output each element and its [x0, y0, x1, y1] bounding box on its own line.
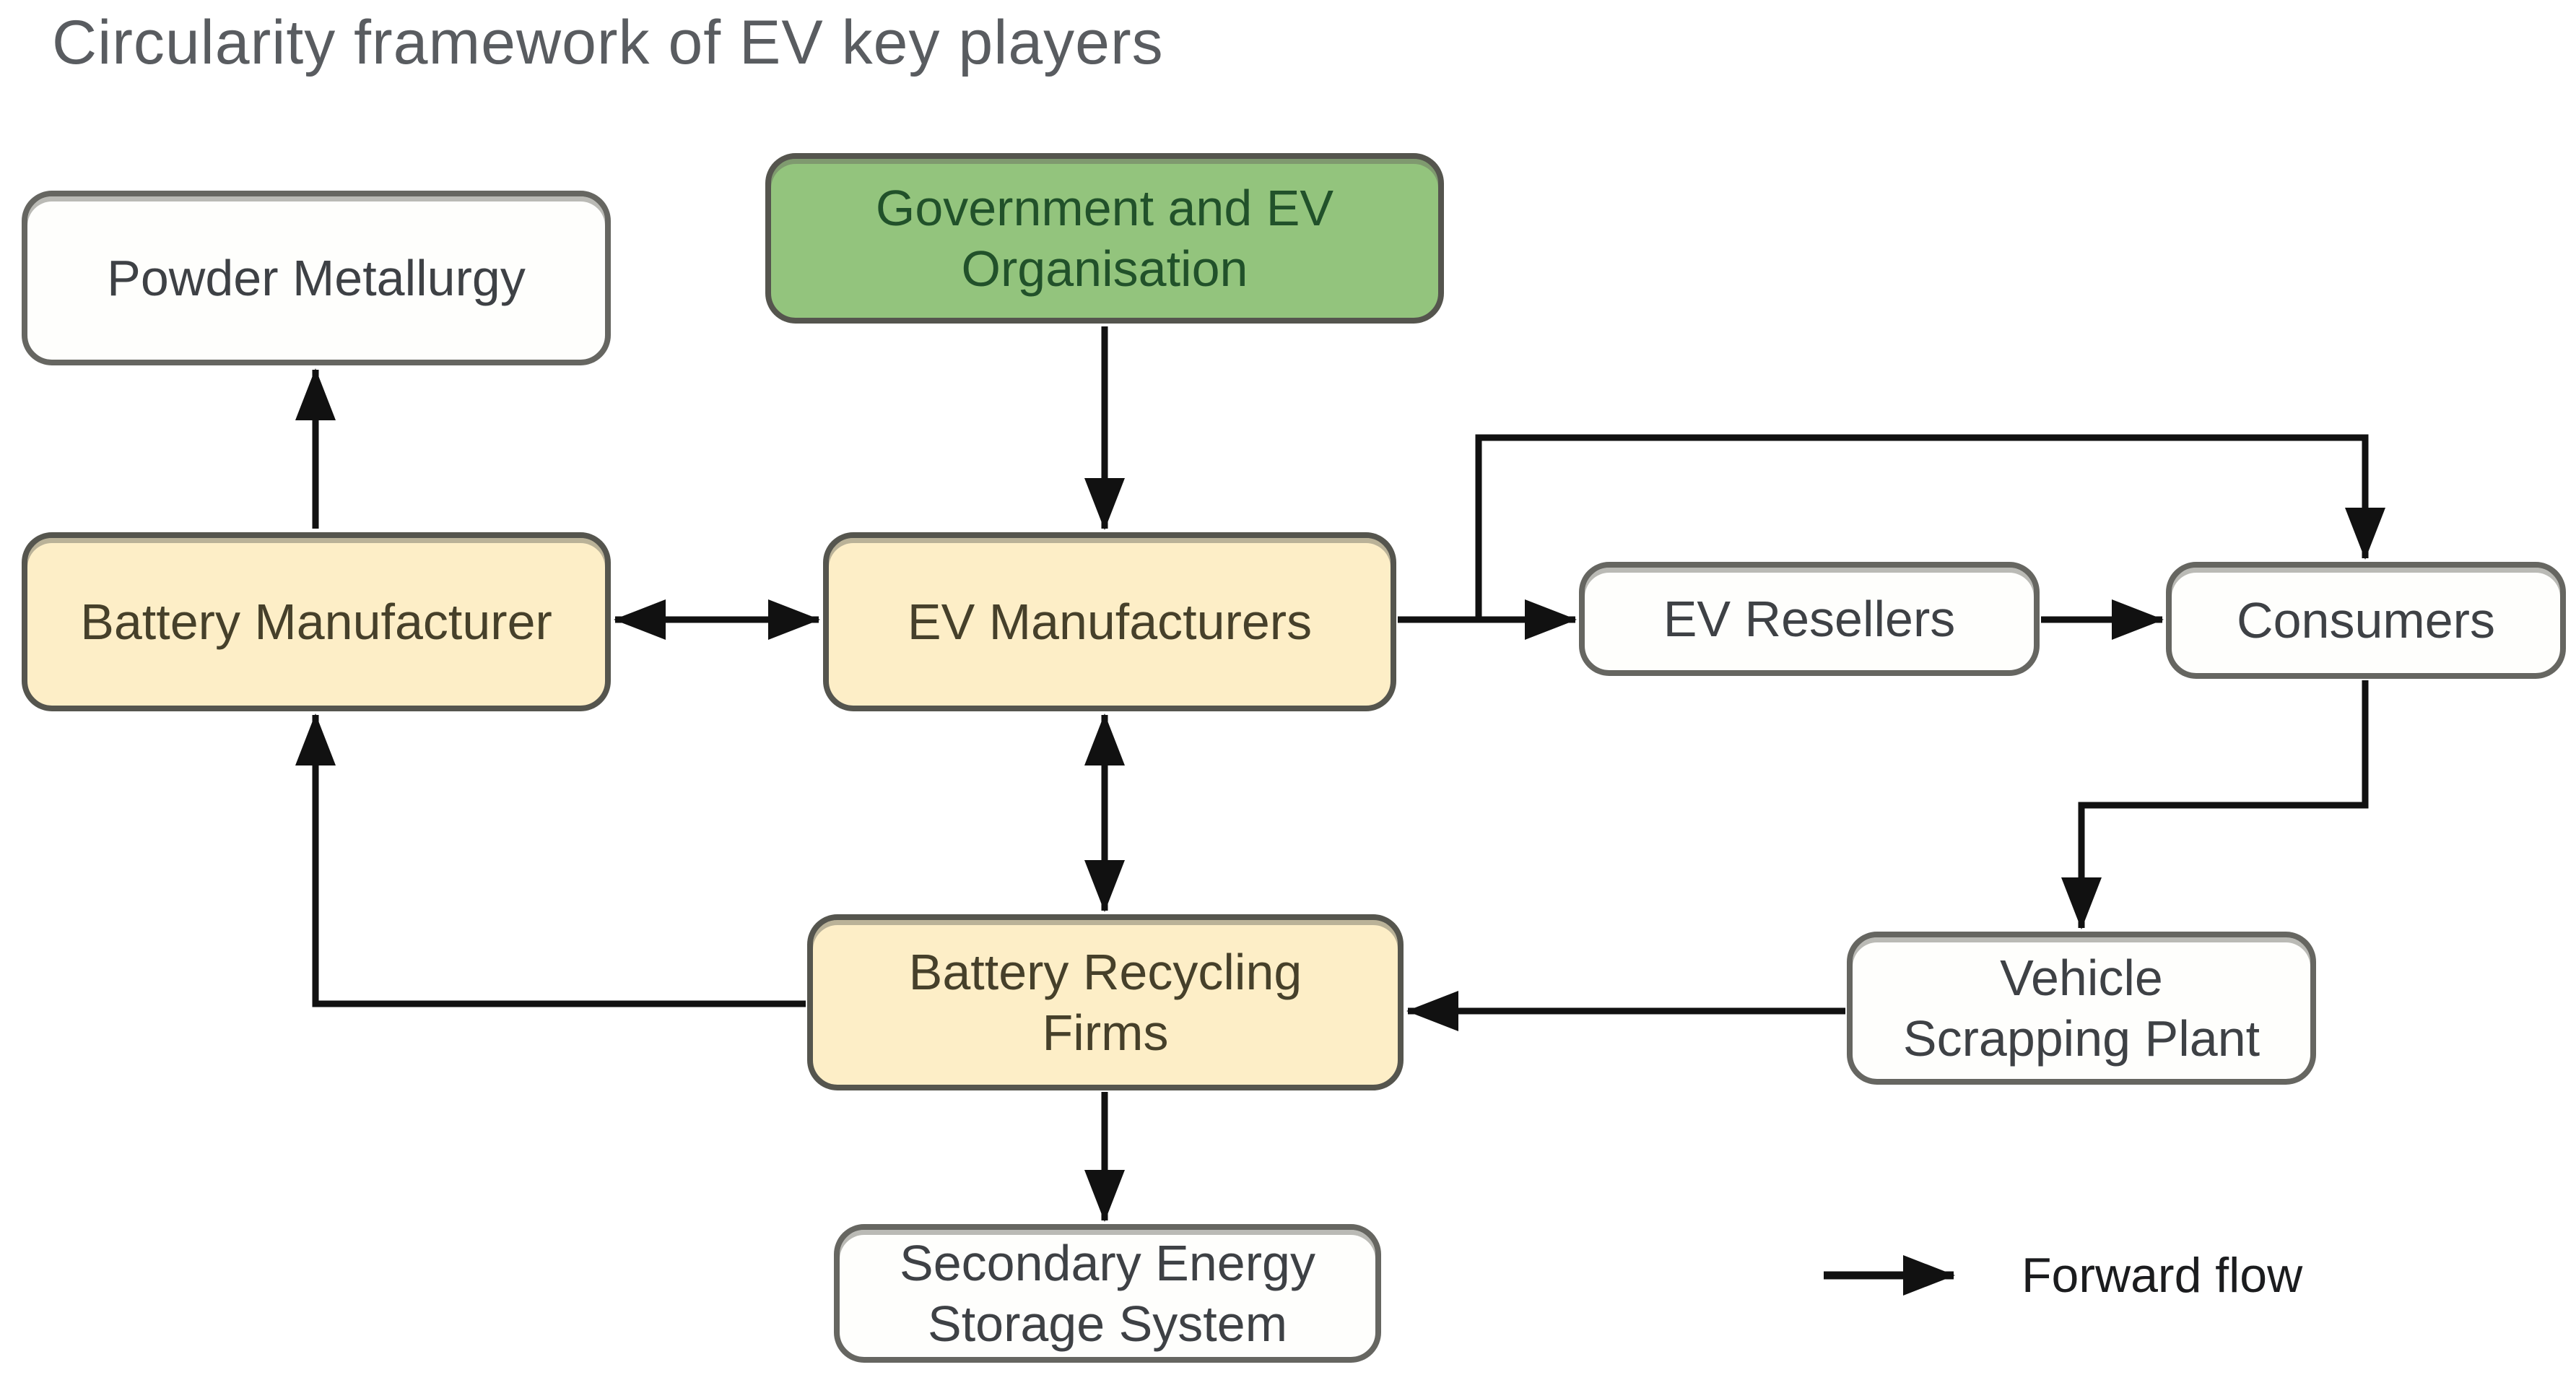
node-label-line: Vehicle: [2000, 950, 2163, 1006]
node-label-line: Consumers: [2237, 592, 2495, 649]
node-label-line: Storage System: [928, 1296, 1287, 1352]
legend-label: Forward flow: [2022, 1248, 2303, 1303]
edge-battery-recycling-to-battery-manufacturer: [295, 713, 806, 1007]
edge-consumers-to-vehicle-scrapping-plant: [2061, 680, 2369, 929]
node-battery-manufacturer: Battery Manufacturer: [22, 532, 611, 711]
node-label-line: EV Resellers: [1663, 591, 1956, 647]
node-powder-metallurgy: Powder Metallurgy: [22, 191, 611, 365]
node-label-line: Secondary Energy: [900, 1235, 1315, 1291]
node-ev-manufacturers: EV Manufacturers: [823, 532, 1396, 711]
page-title: Circularity framework of EV key players: [52, 8, 1164, 77]
node-label-line: EV Manufacturers: [907, 594, 1313, 650]
node-ev-resellers: EV Resellers: [1579, 562, 2040, 676]
forward-flow-arrow-icon: [1824, 1255, 1955, 1296]
node-label-line: Organisation: [961, 240, 1248, 297]
node-label-line: Battery Recycling: [908, 944, 1302, 1000]
edge-ev-manufacturers-bypass-to-consumers: [1475, 434, 2385, 620]
node-consumers: Consumers: [2166, 562, 2566, 679]
node-label-line: Scrapping Plant: [1902, 1010, 2260, 1067]
node-label-line: Powder Metallurgy: [107, 250, 526, 306]
node-label-line: Battery Manufacturer: [80, 594, 552, 650]
legend: Forward flow: [1819, 1246, 2302, 1304]
node-label-line: Government and EV: [875, 180, 1334, 236]
node-label-line: Firms: [1042, 1005, 1169, 1061]
